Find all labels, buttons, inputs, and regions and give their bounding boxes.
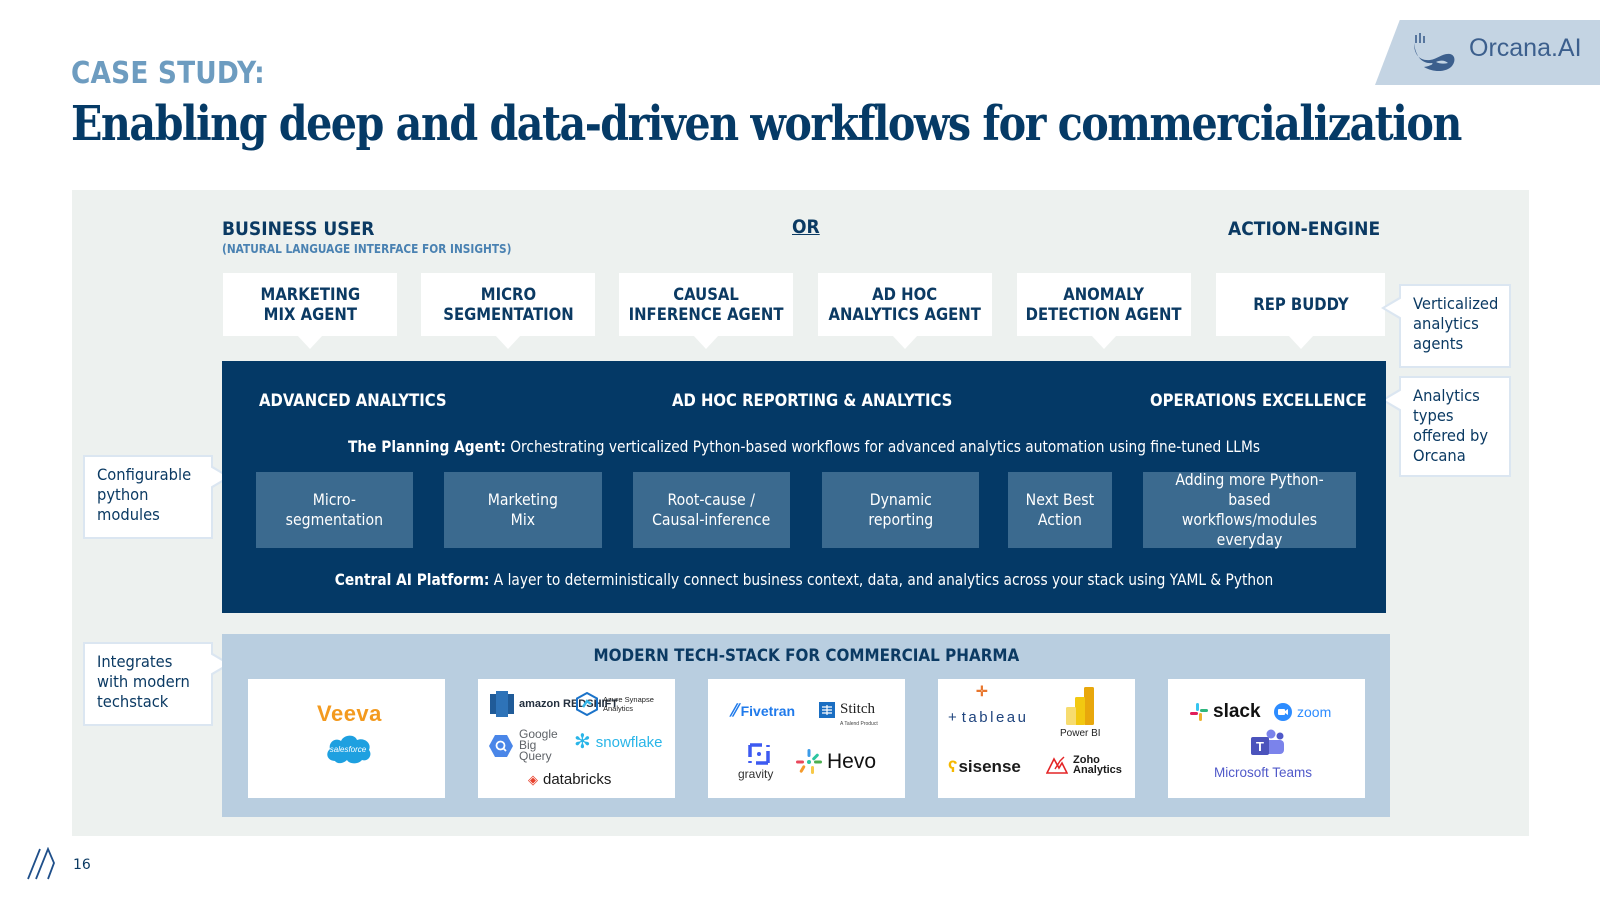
agent-card-micro-segmentation: MICRO SEGMENTATION — [421, 273, 595, 349]
callout-analytics-types: Analytics types offered by Orcana — [1381, 376, 1511, 477]
salesforce-logo-text: salesforce — [330, 745, 367, 754]
module-marketing-mix: Marketing Mix — [444, 472, 602, 548]
hevo-logo: Hevo — [796, 749, 876, 775]
techstack-card-data-integration: ⫽ Fivetran Stitch A Talend Product gravi… — [708, 679, 905, 798]
fivetran-logo: ⫽ Fivetran — [730, 701, 796, 720]
techstack-card-bi: ✛ +tableau Power BI ʕ sisense Zoho Analy… — [938, 679, 1135, 798]
techstack-card-collaboration: slack zoom T Microsoft Teams — [1168, 679, 1365, 798]
sisense-logo: ʕ sisense — [948, 757, 1021, 776]
orca-whale-icon — [1414, 33, 1455, 72]
microsoft-teams-icon: T — [1251, 729, 1284, 755]
callout-integrates-techstack: Integrates with modern techstack — [83, 642, 231, 726]
planning-agent-label: The Planning Agent: — [347, 437, 506, 456]
brand-name: Orcana.AI — [1469, 34, 1582, 62]
planning-agent-text: Orchestrating verticalized Python-based … — [505, 437, 1260, 456]
power-bi-icon — [1066, 687, 1094, 725]
module-root-cause: Root-cause / Causal-inference — [633, 472, 790, 548]
hevo-icon — [796, 749, 822, 774]
salesforce-cloud-icon: salesforce — [327, 735, 371, 764]
action-engine-label: ACTION-ENGINE — [1228, 218, 1381, 240]
central-platform-label: Central AI Platform: — [334, 570, 490, 589]
module-micro-segmentation: Micro- segmentation — [256, 472, 413, 548]
tableau-icon: ✛ — [976, 683, 988, 699]
analytics-type-ad-hoc: AD HOC REPORTING & ANALYTICS — [672, 391, 953, 410]
business-user-sublabel: (NATURAL LANGUAGE INTERFACE FOR INSIGHTS… — [222, 242, 512, 256]
module-adding-more: Adding more Python-based workflows/modul… — [1143, 470, 1356, 549]
or-label: OR — [792, 216, 820, 238]
planning-agent-description: The Planning Agent: Orchestrating vertic… — [303, 437, 1304, 456]
callout-configurable-modules: Configurable python modules — [83, 455, 231, 539]
techstack-card-crm: Veeva salesforce — [248, 679, 445, 798]
agent-card-marketing-mix: MARKETING MIX AGENT — [223, 273, 397, 349]
microsoft-teams-logo: Microsoft Teams — [1214, 765, 1313, 780]
eyebrow-label: CASE STUDY: — [71, 56, 265, 91]
stitch-icon — [819, 701, 835, 718]
module-dynamic-reporting: Dynamic reporting — [822, 472, 979, 548]
page-title: Enabling deep and data-driven workflows … — [71, 96, 1462, 152]
agent-card-ad-hoc-analytics: AD HOC ANALYTICS AGENT — [818, 273, 992, 349]
analytics-type-operations: OPERATIONS EXCELLENCE — [1150, 391, 1367, 410]
redshift-icon — [490, 691, 514, 717]
techstack-card-data-warehouse: amazon REDSHIFT Azure Synapse Analytics … — [478, 679, 675, 798]
tableau-logo: +tableau — [948, 709, 1029, 726]
power-bi-logo: Power BI — [1060, 728, 1101, 739]
central-platform-text: A layer to deterministically connect bus… — [489, 570, 1274, 589]
gravity-icon — [748, 743, 770, 765]
analytics-type-advanced: ADVANCED ANALYTICS — [259, 391, 447, 410]
page-number: 16 — [73, 857, 91, 873]
slash-mark-icon — [27, 847, 55, 880]
slack-icon — [1190, 703, 1208, 721]
sisense-icon: ʕ — [948, 757, 958, 776]
google-bigquery-logo: Google Big Query — [488, 728, 563, 762]
business-user-label: BUSINESS USER — [222, 218, 375, 240]
techstack-title: MODERN TECH-STACK FOR COMMERCIAL PHARMA — [593, 646, 1019, 665]
central-platform-description: Central AI Platform: A layer to determin… — [303, 570, 1304, 589]
azure-synapse-logo: Azure Synapse Analytics — [576, 692, 663, 716]
veeva-logo: Veeva — [317, 701, 382, 726]
agent-card-anomaly-detection: ANOMALY DETECTION AGENT — [1017, 273, 1191, 349]
zoom-logo: zoom — [1274, 703, 1331, 721]
callout-verticalized-agents: Verticalized analytics agents — [1381, 284, 1511, 368]
bigquery-icon — [489, 734, 513, 757]
slack-logo: slack — [1190, 701, 1261, 723]
zoho-analytics-logo: Zoho Analytics — [1046, 755, 1125, 776]
agent-card-rep-buddy: REP BUDDY — [1216, 273, 1385, 349]
zoom-icon — [1274, 703, 1292, 721]
talend-tagline: A Talend Product — [840, 721, 878, 727]
databricks-logo: ◈ databricks — [528, 771, 612, 788]
svg-text:T: T — [1256, 739, 1264, 754]
stitch-logo: Stitch — [819, 701, 875, 718]
gravity-logo: gravity — [738, 767, 774, 781]
agent-card-causal-inference: CAUSAL INFERENCE AGENT — [619, 273, 793, 349]
databricks-icon: ◈ — [528, 771, 538, 787]
snowflake-logo: ✻ snowflake — [574, 731, 663, 753]
azure-synapse-icon — [576, 692, 598, 716]
module-next-best-action: Next Best Action — [1008, 472, 1112, 548]
brand-tab — [1375, 20, 1600, 85]
snowflake-icon: ✻ — [574, 731, 591, 753]
fivetran-icon: ⫽ — [730, 701, 737, 720]
zoho-analytics-icon — [1046, 756, 1068, 774]
